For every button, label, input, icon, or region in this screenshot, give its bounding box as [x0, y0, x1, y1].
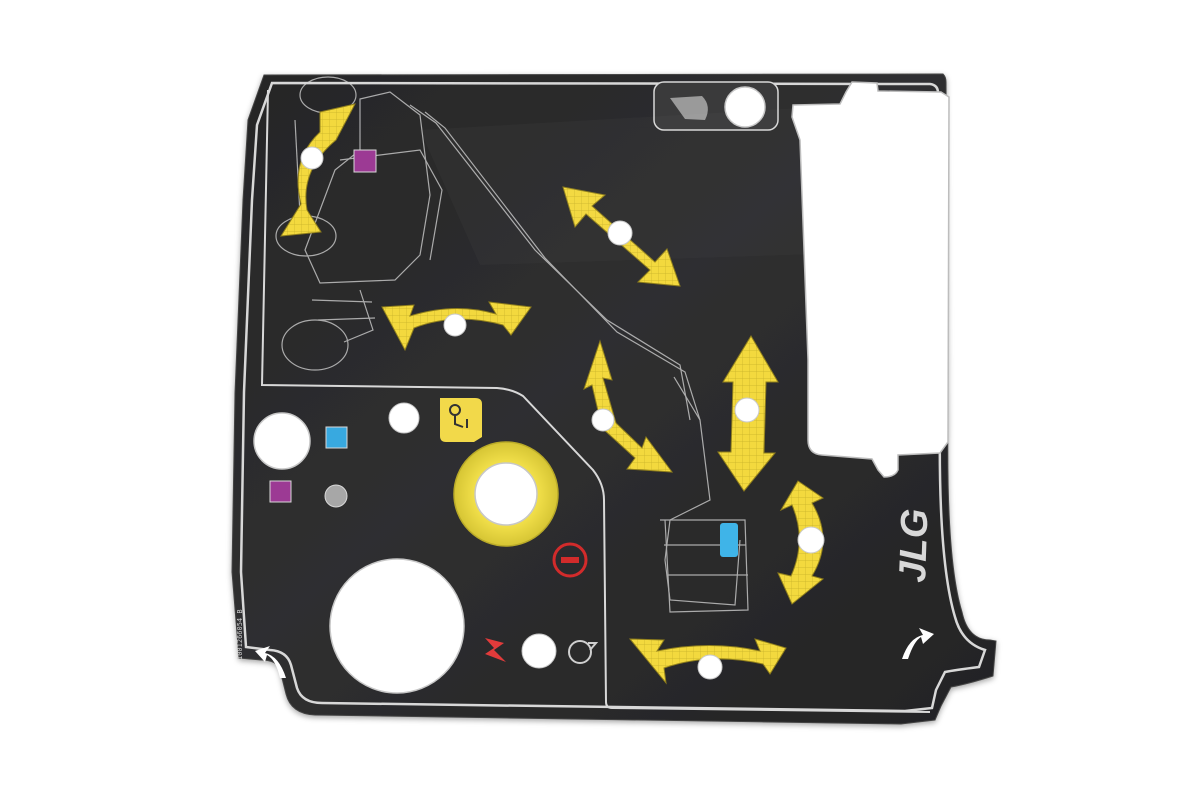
warning-triangle-icon: [440, 398, 482, 442]
panel-shape-icon: [670, 96, 708, 120]
tilt-double-arrow: [280, 103, 356, 237]
left-corner-arrow: [255, 646, 286, 678]
jlg-logo: JLG: [892, 508, 937, 583]
upper-section-outline: [260, 89, 931, 713]
lift-drawing: [275, 76, 749, 613]
stop-circle-icon: [552, 542, 588, 578]
right-corner-arrow: [902, 628, 934, 659]
grey-button[interactable]: [324, 484, 348, 508]
purple-button-upper[interactable]: [353, 149, 377, 173]
lift-vertical-arrow: [717, 335, 779, 492]
swing-arrow-lower: [628, 638, 787, 685]
rotate-icon: [568, 640, 599, 664]
blue-button[interactable]: [325, 426, 348, 449]
rotate-arrow-right: [777, 480, 825, 605]
small-hole-top: [388, 402, 420, 434]
purple-button-lower[interactable]: [269, 480, 292, 503]
swing-arrow-upper: [381, 301, 532, 352]
large-hole-top-left: [253, 412, 311, 470]
logo-text: JLG: [892, 508, 937, 583]
blue-platform-control[interactable]: [720, 523, 738, 557]
key-switch-hole[interactable]: [474, 462, 538, 526]
small-hole-bottom: [521, 633, 557, 669]
cutout-window: [791, 81, 950, 478]
part-number-text: 1001266054 B: [236, 609, 244, 660]
large-bottom-hole: [329, 558, 465, 694]
part-number: 1001266054 B: [236, 609, 244, 660]
panel-hole: [724, 86, 766, 128]
jib-arrow-diagonal: [583, 339, 674, 473]
lightning-icon: [485, 638, 506, 662]
boom-arrow-diagonal: [562, 186, 681, 287]
